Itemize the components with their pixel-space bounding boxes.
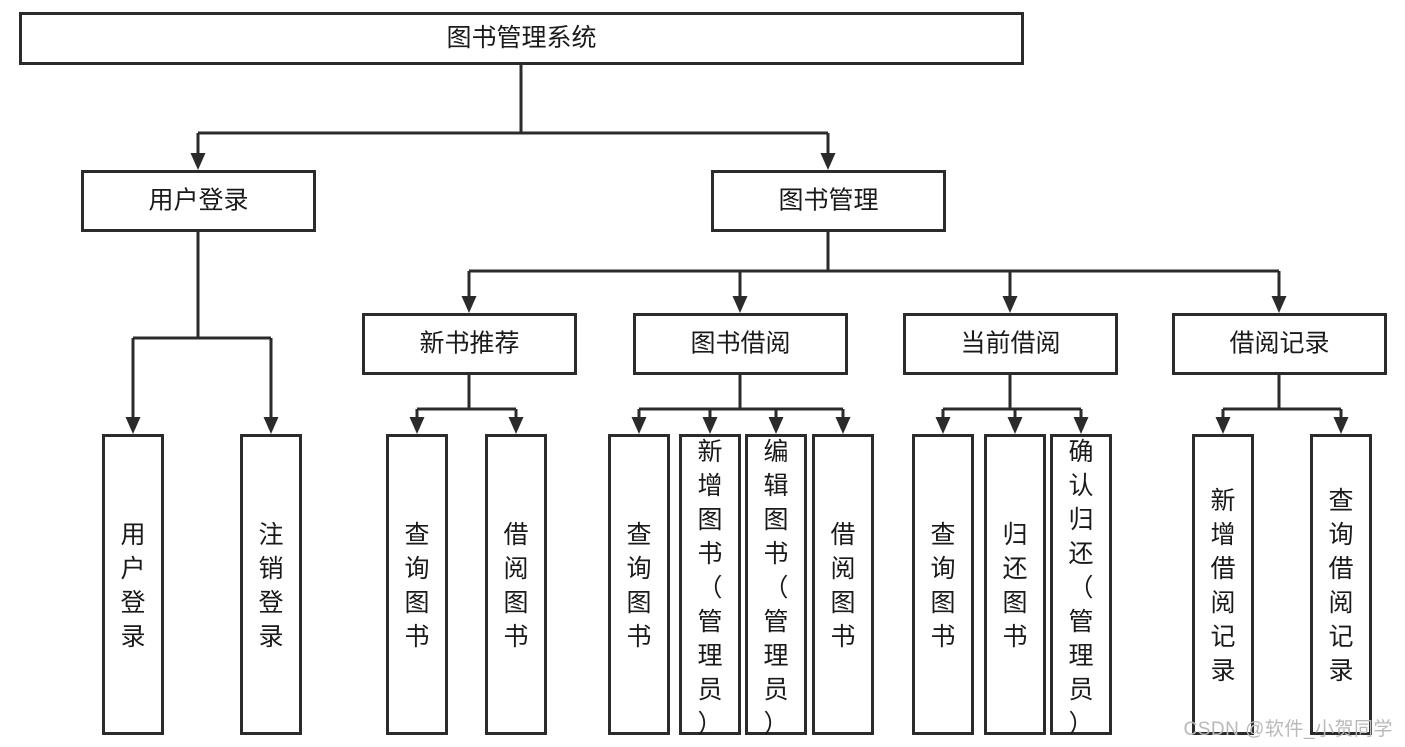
node-book-borrow[interactable]: 图书借阅 xyxy=(633,313,848,375)
node-box-leaf-borrow-book-2[interactable] xyxy=(812,434,874,735)
arrow-head-icon xyxy=(461,296,477,313)
node-label-leaf-confirm-return: 确认归还（管理员） xyxy=(1068,438,1093,738)
node-label-leaf-return-book: 归还图书 xyxy=(1002,521,1027,651)
node-leaf-confirm-return[interactable]: 确认归还（管理员） xyxy=(1050,434,1112,739)
arrow-head-icon xyxy=(1333,417,1349,434)
node-box-leaf-query-book-1[interactable] xyxy=(386,434,448,735)
node-label-borrow-record: 借阅记录 xyxy=(1229,330,1329,358)
arrow-head-icon xyxy=(1271,296,1287,313)
node-box-book-borrow[interactable] xyxy=(633,313,848,375)
node-box-user-login[interactable] xyxy=(81,170,316,232)
node-label-leaf-borrow-book-2: 借阅图书 xyxy=(830,521,855,651)
node-box-leaf-add-record[interactable] xyxy=(1192,434,1254,735)
node-root[interactable]: 图书管理系统 xyxy=(19,12,1024,65)
arrow-head-icon xyxy=(702,417,718,434)
node-label-leaf-logout: 注销登录 xyxy=(258,521,283,651)
arrow-head-icon xyxy=(835,417,851,434)
arrow-head-icon xyxy=(1215,417,1231,434)
node-box-root[interactable] xyxy=(19,12,1024,65)
node-label-leaf-user-login: 用户登录 xyxy=(120,521,145,651)
node-label-user-login: 用户登录 xyxy=(148,187,248,215)
arrow-head-icon xyxy=(1002,296,1018,313)
node-leaf-add-book[interactable]: 新增图书（管理员） xyxy=(679,434,741,739)
node-box-leaf-logout[interactable] xyxy=(240,434,302,735)
arrow-head-icon xyxy=(1073,417,1089,434)
node-leaf-user-login[interactable]: 用户登录 xyxy=(102,434,164,735)
node-leaf-return-book[interactable]: 归还图书 xyxy=(984,434,1046,735)
node-borrow-record[interactable]: 借阅记录 xyxy=(1172,313,1387,375)
arrow-head-icon xyxy=(820,153,836,170)
arrow-head-icon xyxy=(732,296,748,313)
node-box-borrow-record[interactable] xyxy=(1172,313,1387,375)
node-label-leaf-query-book-3: 查询图书 xyxy=(930,521,955,651)
node-box-leaf-borrow-book-1[interactable] xyxy=(485,434,547,735)
arrow-head-icon xyxy=(409,417,425,434)
node-label-book-borrow: 图书借阅 xyxy=(690,330,790,358)
node-label-new-book-recommend: 新书推荐 xyxy=(419,330,519,358)
node-leaf-borrow-book-1[interactable]: 借阅图书 xyxy=(485,434,547,735)
arrow-head-icon xyxy=(935,417,951,434)
node-box-leaf-query-book-3[interactable] xyxy=(912,434,974,735)
node-book-manage[interactable]: 图书管理 xyxy=(711,170,946,232)
node-box-leaf-confirm-return[interactable] xyxy=(1050,434,1112,735)
node-layer: 图书管理系统用户登录图书管理新书推荐图书借阅当前借阅借阅记录用户登录注销登录查询… xyxy=(19,12,1387,739)
node-label-leaf-query-record: 查询借阅记录 xyxy=(1328,487,1353,685)
arrow-head-icon xyxy=(768,417,784,434)
node-leaf-query-book-2[interactable]: 查询图书 xyxy=(608,434,670,735)
node-box-leaf-add-book[interactable] xyxy=(679,434,741,735)
node-leaf-add-record[interactable]: 新增借阅记录 xyxy=(1192,434,1254,735)
node-label-leaf-query-book-1: 查询图书 xyxy=(404,521,429,651)
arrow-head-icon xyxy=(125,417,141,434)
node-label-leaf-add-record: 新增借阅记录 xyxy=(1210,487,1235,685)
node-current-borrow[interactable]: 当前借阅 xyxy=(903,313,1118,375)
node-box-leaf-user-login[interactable] xyxy=(102,434,164,735)
node-label-current-borrow: 当前借阅 xyxy=(960,330,1060,358)
node-box-new-book-recommend[interactable] xyxy=(362,313,577,375)
node-box-leaf-edit-book[interactable] xyxy=(745,434,807,735)
node-user-login[interactable]: 用户登录 xyxy=(81,170,316,232)
node-label-leaf-query-book-2: 查询图书 xyxy=(626,521,651,651)
node-box-leaf-query-record[interactable] xyxy=(1310,434,1372,735)
node-leaf-logout[interactable]: 注销登录 xyxy=(240,434,302,735)
connector-layer xyxy=(125,65,1349,434)
node-leaf-edit-book[interactable]: 编辑图书（管理员） xyxy=(745,434,807,739)
node-label-root: 图书管理系统 xyxy=(446,24,596,52)
node-label-leaf-borrow-book-1: 借阅图书 xyxy=(503,521,528,651)
node-leaf-borrow-book-2[interactable]: 借阅图书 xyxy=(812,434,874,735)
node-leaf-query-book-3[interactable]: 查询图书 xyxy=(912,434,974,735)
watermark-text: CSDN @软件_小贺同学 xyxy=(1183,719,1393,740)
arrow-head-icon xyxy=(263,417,279,434)
node-box-leaf-query-book-2[interactable] xyxy=(608,434,670,735)
node-leaf-query-record[interactable]: 查询借阅记录 xyxy=(1310,434,1372,735)
node-label-leaf-add-book: 新增图书（管理员） xyxy=(697,438,722,738)
arrow-head-icon xyxy=(508,417,524,434)
arrow-head-icon xyxy=(1007,417,1023,434)
arrow-head-icon xyxy=(631,417,647,434)
node-label-leaf-edit-book: 编辑图书（管理员） xyxy=(763,438,788,738)
node-box-leaf-return-book[interactable] xyxy=(984,434,1046,735)
arrow-head-icon xyxy=(190,153,206,170)
node-box-book-manage[interactable] xyxy=(711,170,946,232)
node-leaf-query-book-1[interactable]: 查询图书 xyxy=(386,434,448,735)
node-new-book-recommend[interactable]: 新书推荐 xyxy=(362,313,577,375)
node-box-current-borrow[interactable] xyxy=(903,313,1118,375)
node-label-book-manage: 图书管理 xyxy=(778,187,878,215)
